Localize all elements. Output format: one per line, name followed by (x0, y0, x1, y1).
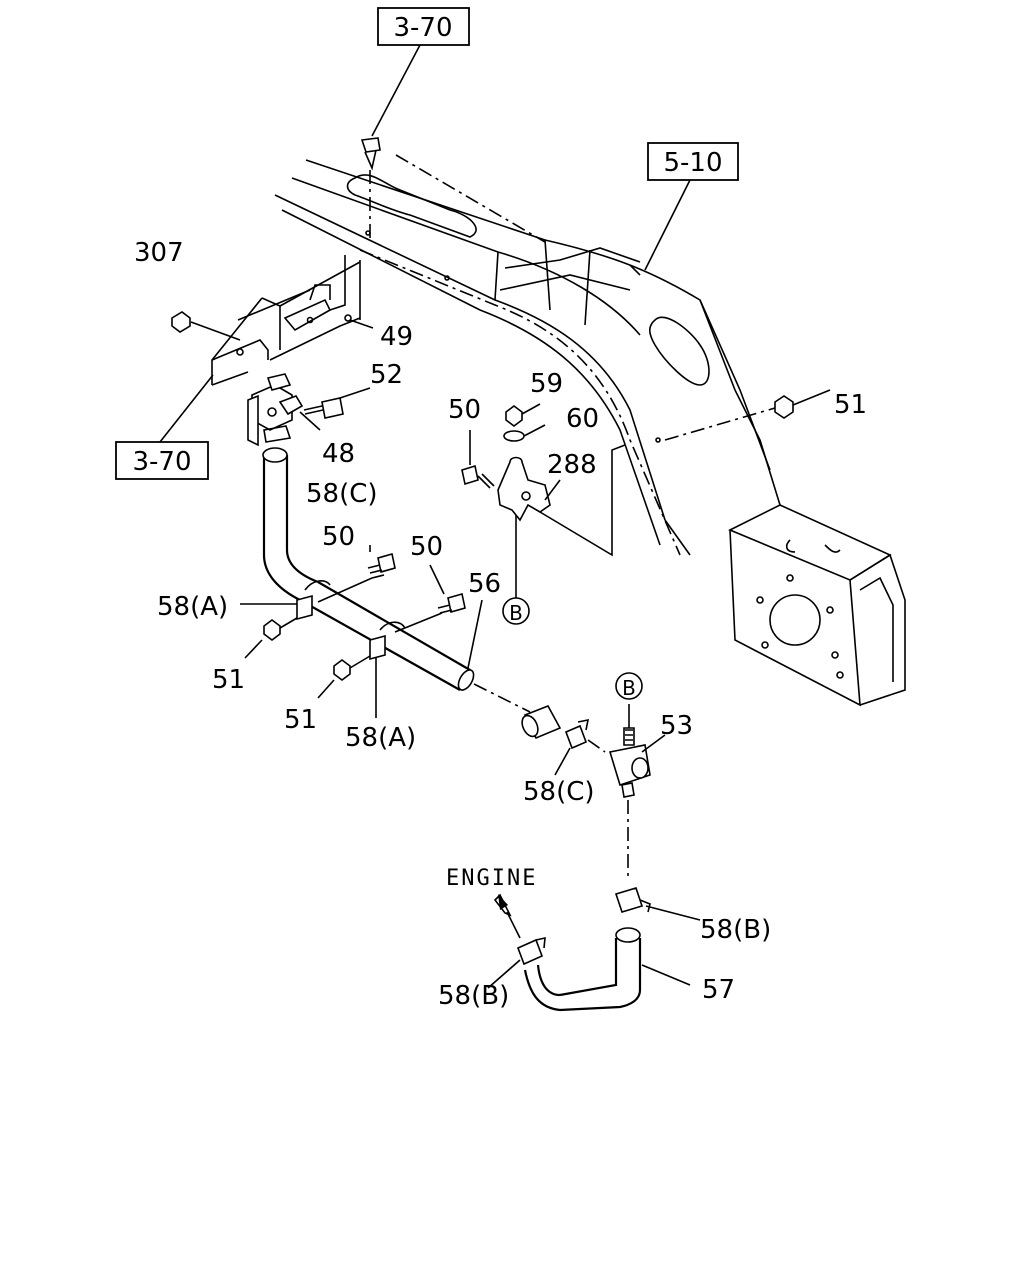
mounting-bracket (159, 255, 374, 447)
svg-text:3-70: 3-70 (132, 447, 191, 477)
callout-288: 288 (547, 450, 597, 480)
callout-58c-top: 58(C) (306, 479, 378, 509)
upper-hose (240, 447, 606, 776)
callout-labels: 307 49 52 48 58(C) 50 50 50 59 60 288 51… (134, 238, 867, 1011)
callout-49: 49 (380, 322, 413, 352)
callout-60: 60 (566, 404, 599, 434)
pipe-bracket (461, 389, 831, 598)
svg-text:3-70: 3-70 (393, 13, 452, 43)
ref-box-top[interactable]: 3-70 (377, 7, 470, 46)
callout-51-left2: 51 (284, 705, 317, 735)
callout-58b-left: 58(B) (438, 981, 509, 1011)
ref-box-left[interactable]: 3-70 (115, 441, 209, 480)
lower-hose (487, 887, 701, 1012)
callout-58a-left: 58(A) (157, 592, 228, 622)
callout-56: 56 (468, 569, 501, 599)
callout-52: 52 (370, 360, 403, 390)
marker-b-upper: B (502, 597, 530, 625)
callout-50-b: 50 (410, 532, 443, 562)
callout-58c-bottom: 58(C) (523, 777, 595, 807)
callout-53: 53 (660, 711, 693, 741)
callout-51-right: 51 (834, 390, 867, 420)
callout-50-c: 50 (448, 395, 481, 425)
callout-58b-right: 58(B) (700, 915, 771, 945)
marker-b-lower: B (615, 672, 643, 700)
callout-50-a: 50 (322, 522, 355, 552)
frame-rail (274, 154, 906, 707)
callout-48: 48 (322, 439, 355, 469)
tee-fitting (608, 704, 666, 880)
svg-text:B: B (622, 676, 636, 700)
callout-58a-bottom: 58(A) (345, 723, 416, 753)
callout-59: 59 (530, 369, 563, 399)
top-bolt (360, 44, 421, 240)
svg-text:B: B (509, 601, 523, 625)
callout-57: 57 (702, 975, 735, 1005)
callout-51-left1: 51 (212, 665, 245, 695)
callout-307: 307 (134, 238, 184, 268)
svg-text:5-10: 5-10 (663, 148, 722, 178)
ref-box-frame[interactable]: 5-10 (644, 142, 739, 271)
engine-label: ENGINE (446, 866, 537, 891)
